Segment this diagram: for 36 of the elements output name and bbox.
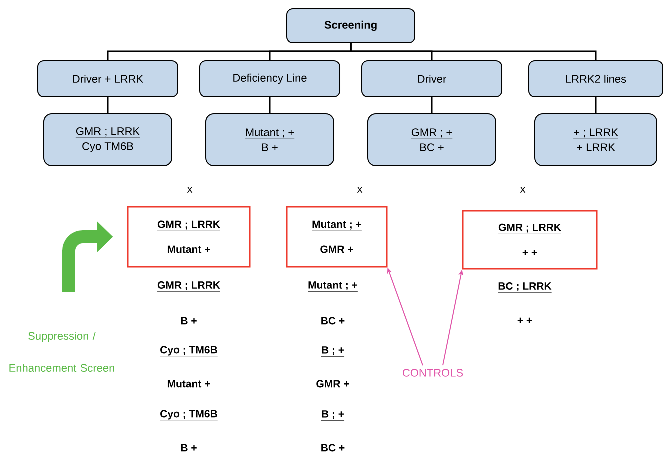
screen-label: Suppression / Enhancement Screen (10, 332, 114, 372)
genotype-text: Mutant ; + (308, 282, 358, 292)
cross-symbol: x (520, 187, 526, 193)
connector-line (595, 98, 597, 114)
genotype-text: BC + (322, 317, 345, 325)
genotype-text: Mutant + (168, 380, 210, 388)
connector-line (431, 98, 433, 114)
genotype-text: B ; + (321, 410, 345, 422)
category-box: LRRK2 lines (528, 60, 664, 98)
category-box: Deficiency Line (200, 60, 340, 98)
connector-line (107, 98, 109, 114)
genotype-box: GMR ; LRRK Cyo TM6B (44, 114, 172, 166)
genotype-box: Mutant ; + B + (206, 114, 334, 166)
connector-line (269, 98, 271, 114)
genotype-text: B ; + (321, 346, 345, 358)
control-box: GMR ; LRRK + + (462, 210, 598, 270)
category-box: Driver + LRRK (38, 60, 178, 98)
title-box: Screening (286, 8, 416, 44)
genotype-box: + ; LRRK + LRRK (534, 114, 658, 166)
genotype-text: B + (181, 317, 197, 325)
category-box: Driver (362, 60, 502, 98)
control-box: Mutant ; + GMR + (286, 206, 388, 268)
genotype-text: Cyo ; TM6B (160, 410, 218, 422)
genotype-text: Cyo ; TM6B (160, 346, 218, 358)
genotype-text: BC ; LRRK (498, 282, 552, 294)
genotype-text: GMR ; LRRK (157, 282, 221, 292)
control-box: GMR ; LRRK Mutant + (127, 206, 251, 268)
cross-symbol: x (187, 187, 193, 193)
connector-line (350, 44, 597, 60)
cross-symbol: x (357, 187, 363, 193)
genotype-text: + + (518, 318, 532, 324)
genotype-box: GMR ; + BC + (368, 114, 496, 166)
genotype-text: BC + (322, 444, 345, 452)
genotype-text: B + (181, 444, 197, 452)
callout-text: CONTROLS (403, 369, 464, 377)
genotype-text: GMR + (316, 380, 350, 388)
